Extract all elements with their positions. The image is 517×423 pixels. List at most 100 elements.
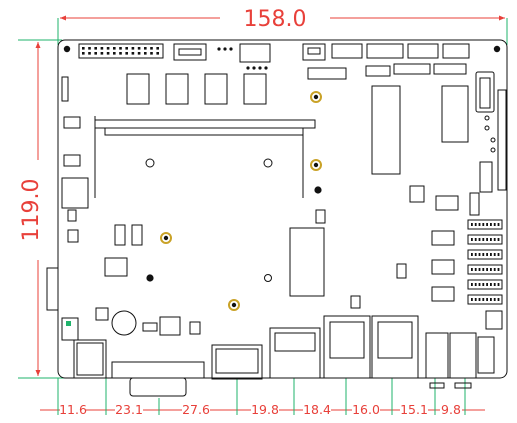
- segment-4: 19.8: [251, 402, 279, 417]
- header-pin: [497, 223, 500, 226]
- header-pin: [493, 253, 496, 256]
- top-fan-connector: [302, 43, 326, 61]
- bottom-dimension-chain: 11.6 23.1 27.6 19.8 18.4 16.0 15.1 9.8: [40, 378, 485, 417]
- center-components: [289, 209, 407, 309]
- top-header-dots-row: [246, 66, 268, 70]
- header-pin: [137, 47, 141, 50]
- header-pin: [486, 223, 488, 226]
- header-pin: [486, 268, 488, 271]
- header-pin: [94, 47, 97, 50]
- header-pin: [490, 298, 492, 301]
- top-header-2x5-a: [331, 43, 363, 59]
- header-pin: [144, 52, 147, 55]
- header-pin: [486, 238, 488, 241]
- header-pin: [150, 52, 153, 55]
- right-small-parts: [409, 115, 503, 330]
- segment-1: 11.6: [59, 402, 87, 417]
- segment-6: 16.0: [352, 402, 380, 417]
- header-pin: [474, 253, 477, 256]
- header-pin: [490, 268, 492, 271]
- stacked-header: [467, 249, 503, 260]
- header-pin: [471, 223, 473, 226]
- header-pin: [497, 283, 500, 286]
- header-pin: [474, 298, 477, 301]
- header-pin: [490, 223, 492, 226]
- header-pin: [94, 52, 97, 55]
- header-pin: [474, 238, 477, 241]
- header-pin: [482, 298, 485, 301]
- header-pin: [490, 283, 492, 286]
- height-label: 119.0: [19, 179, 44, 242]
- header-pin: [82, 52, 85, 55]
- header-pin: [490, 238, 492, 241]
- header-pin: [131, 47, 135, 50]
- open-circles: [145, 158, 273, 282]
- header-pin: [497, 253, 500, 256]
- header-pin: [125, 52, 128, 55]
- header-pin: [106, 47, 110, 50]
- header-pin: [482, 253, 485, 256]
- header-pin: [478, 223, 481, 226]
- sodimm-slot: [94, 116, 316, 198]
- header-pin: [150, 47, 153, 50]
- header-pin: [486, 283, 488, 286]
- header-pin: [478, 298, 481, 301]
- stacked-header: [467, 294, 503, 305]
- ram-chips: [126, 73, 267, 105]
- top-header-2x4-d: [442, 43, 470, 59]
- top-dots: [217, 47, 233, 51]
- header-pin: [497, 238, 500, 241]
- height-dimension: 119.0: [18, 39, 80, 379]
- segment-7: 15.1: [400, 402, 428, 417]
- stacked-header: [467, 279, 503, 290]
- board-outline: [57, 39, 508, 379]
- header-pin: [493, 298, 496, 301]
- header-pin: [471, 298, 473, 301]
- header-pin: [493, 223, 496, 226]
- header-pin: [131, 52, 135, 55]
- header-pin: [156, 52, 159, 55]
- header-pin: [482, 268, 485, 271]
- sata-connector: [475, 71, 495, 113]
- header-pin: [471, 253, 473, 256]
- left-components: [46, 116, 201, 335]
- header-pin: [490, 253, 492, 256]
- gold-mount-holes: [160, 91, 322, 311]
- header-pin: [88, 47, 91, 50]
- header-pin: [497, 298, 500, 301]
- header-pin: [493, 238, 496, 241]
- right-stacked-headers: [467, 219, 503, 305]
- left-side-header: [61, 76, 69, 102]
- header-pin: [474, 223, 477, 226]
- header-pin: [478, 268, 481, 271]
- header-pin: [482, 238, 485, 241]
- header-pin: [474, 268, 477, 271]
- header-pin: [113, 52, 116, 55]
- header-pin: [137, 52, 141, 55]
- width-label: 158.0: [244, 7, 307, 32]
- header-pin: [119, 47, 122, 50]
- header-pin: [144, 47, 147, 50]
- bottom-io: [61, 310, 495, 397]
- top-connector-4pin: [173, 43, 207, 61]
- top-header-2x4: [239, 43, 271, 63]
- header-pin: [125, 47, 128, 50]
- header-pin: [471, 268, 473, 271]
- segment-8: 9.8: [441, 402, 461, 417]
- stacked-header: [467, 234, 503, 245]
- header-pin: [478, 238, 481, 241]
- header-pin: [482, 223, 485, 226]
- corner-mount-holes: [63, 45, 501, 282]
- stacked-header: [467, 219, 503, 230]
- header-pin: [486, 298, 488, 301]
- segment-3: 27.6: [182, 402, 210, 417]
- header-pin: [474, 283, 477, 286]
- header-pin: [478, 283, 481, 286]
- width-dimension: 158.0: [57, 7, 508, 45]
- header-pin: [88, 52, 91, 55]
- header-pin: [493, 283, 496, 286]
- header-pin: [497, 268, 500, 271]
- header-pin: [82, 47, 85, 50]
- segment-5: 18.4: [303, 402, 331, 417]
